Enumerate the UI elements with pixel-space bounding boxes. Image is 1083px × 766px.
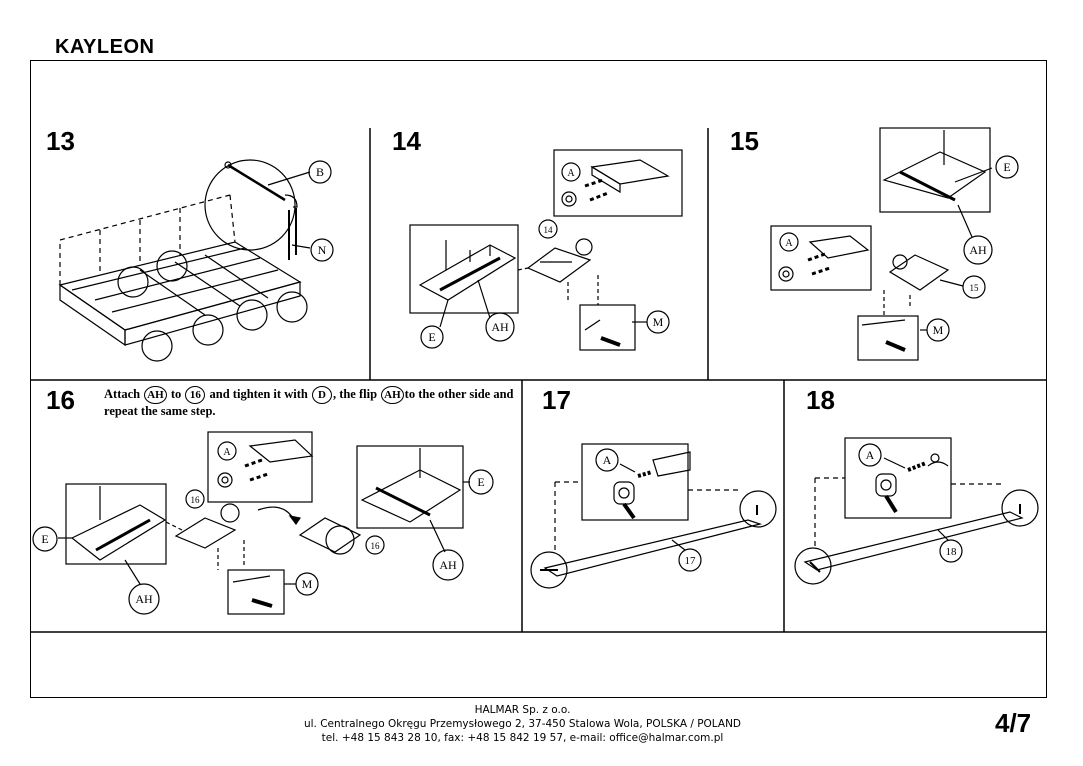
step16-instruction: Attach AH to 16 and tighten it with D, t… xyxy=(104,386,524,419)
callout-a: A xyxy=(785,238,793,249)
instr-word: and tighten it with xyxy=(209,387,308,401)
callout-e: E xyxy=(1003,160,1010,174)
instr-callout-ah: AH xyxy=(381,386,404,404)
step-number-16: 16 xyxy=(46,385,75,415)
callout-part-16: 16 xyxy=(371,541,381,551)
callout-e: E xyxy=(41,532,48,546)
footer-contact: tel. +48 15 843 28 10, fax: +48 15 842 1… xyxy=(321,732,724,744)
panel-dividers xyxy=(30,128,1047,633)
instr-callout-d: D xyxy=(311,386,332,404)
step18-diagram xyxy=(794,437,1039,585)
instr-word: to xyxy=(170,387,182,401)
step-number-13: 13 xyxy=(46,126,75,156)
callout-ah: AH xyxy=(491,320,509,334)
callout-part-16: 16 xyxy=(191,495,201,505)
callout-b: B xyxy=(316,165,324,179)
callout-a: A xyxy=(567,168,575,179)
step15-diagram xyxy=(770,127,1019,361)
instruction-frame xyxy=(30,60,1047,698)
callout-ah: AH xyxy=(439,558,457,572)
footer-company: HALMAR Sp. z o.o. xyxy=(474,704,571,716)
instr-word: to the other side and repeat the same st… xyxy=(104,387,514,418)
step-number-18: 18 xyxy=(806,385,835,415)
instr-callout-ah: AH xyxy=(144,386,167,404)
callout-a: A xyxy=(223,447,231,458)
callout-ah: AH xyxy=(135,592,153,606)
callout-n: N xyxy=(318,243,327,257)
step13-bed-frame-diagram xyxy=(58,159,334,362)
instr-word: , the flip xyxy=(332,387,378,401)
callout-m: M xyxy=(302,577,313,591)
step17-diagram xyxy=(530,443,777,589)
step-number-17: 17 xyxy=(542,385,571,415)
callout-part-14: 14 xyxy=(544,225,554,235)
step16-diagram xyxy=(32,431,494,615)
instr-word: Attach xyxy=(104,387,141,401)
step-number-15: 15 xyxy=(730,126,759,156)
instr-callout-16: 16 xyxy=(185,386,206,404)
callout-ah: AH xyxy=(969,243,987,257)
callout-m: M xyxy=(653,315,664,329)
callout-part-15: 15 xyxy=(970,283,980,293)
callout-e: E xyxy=(428,330,435,344)
document-title: KAYLEON xyxy=(55,36,155,58)
footer: HALMAR Sp. z o.o. ul. Centralnego Okręgu… xyxy=(0,703,1045,745)
page-number: 4/7 xyxy=(995,708,1032,738)
callout-a: A xyxy=(866,448,875,462)
callout-part-17: 17 xyxy=(685,555,697,567)
callout-part-18: 18 xyxy=(946,546,958,558)
step-number-14: 14 xyxy=(392,126,421,156)
step14-diagram xyxy=(409,149,683,351)
callout-m: M xyxy=(933,323,944,337)
callout-e: E xyxy=(477,475,484,489)
footer-address: ul. Centralnego Okręgu Przemysłowego 2, … xyxy=(303,718,742,730)
callout-a: A xyxy=(603,453,612,467)
